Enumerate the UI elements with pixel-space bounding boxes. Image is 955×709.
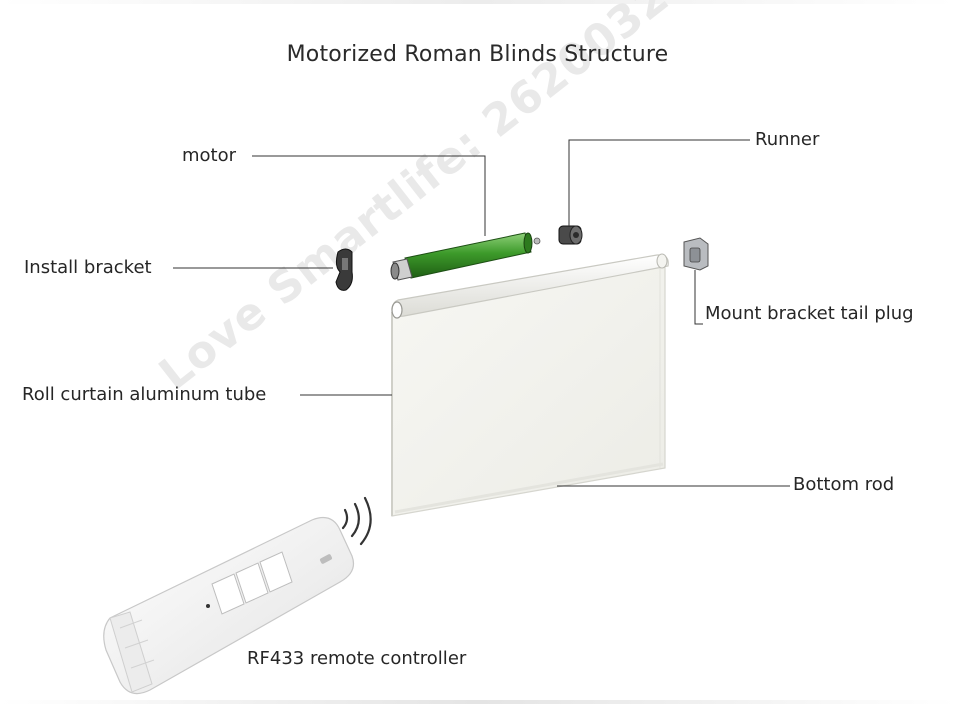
leader-motor [252, 155, 486, 236]
remote-controller [103, 517, 355, 695]
bottom-rod [394, 462, 664, 514]
motor-tube [390, 232, 541, 281]
page-title: Motorized Roman Blinds Structure [286, 42, 669, 67]
runner-part [558, 225, 583, 245]
remote-buttons [211, 551, 293, 615]
remote-led [206, 604, 210, 608]
top-edge-decoration [0, 0, 955, 4]
label-runner: Runner [755, 129, 820, 150]
label-tail-plug: Mount bracket tail plug [705, 303, 914, 324]
leader-tail-plug [694, 270, 703, 325]
label-remote: RF433 remote controller [247, 648, 467, 669]
leader-lines [173, 139, 790, 487]
install-bracket-part [335, 248, 353, 291]
label-motor: motor [182, 145, 237, 166]
label-aluminum-tube: Roll curtain aluminum tube [22, 384, 267, 405]
bottom-edge-decoration [0, 700, 955, 704]
label-install-bracket: Install bracket [24, 257, 152, 278]
tail-plug-part [683, 237, 709, 271]
label-bottom-rod: Bottom rod [793, 474, 895, 495]
leader-runner [568, 139, 750, 226]
aluminum-tube [391, 253, 669, 319]
signal-waves-icon [341, 496, 372, 546]
